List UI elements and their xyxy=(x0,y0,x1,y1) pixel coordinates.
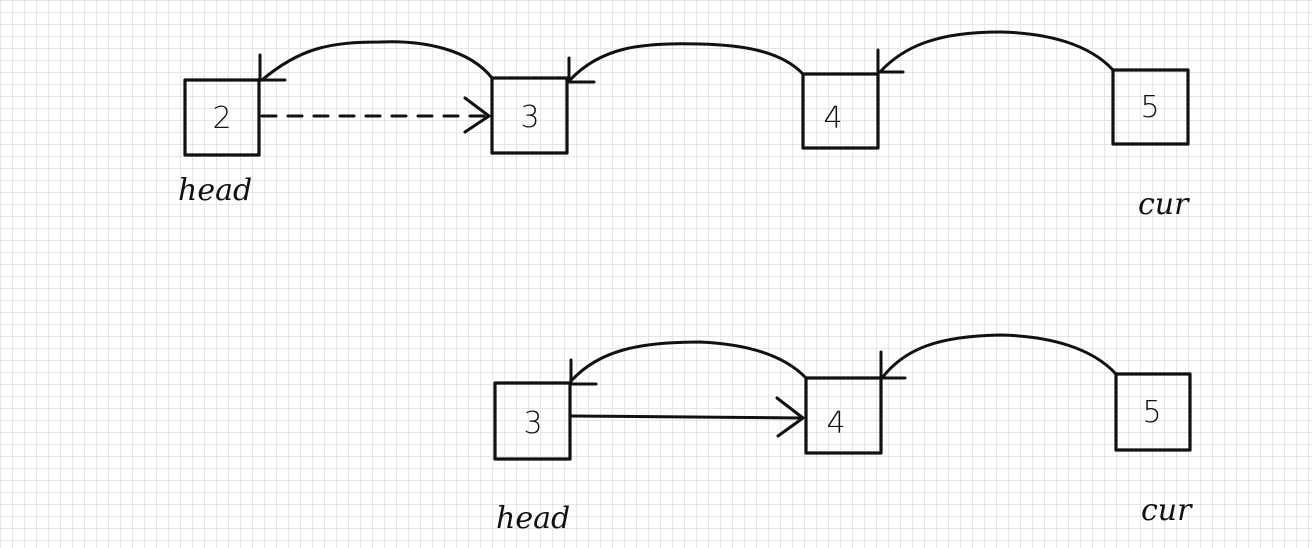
row-2: 3 4 5 head cur xyxy=(493,333,1193,536)
node-3: 3 xyxy=(493,381,572,461)
node-3: 3 xyxy=(490,76,569,155)
link-5-to-4 xyxy=(880,333,1118,380)
node-value: 3 xyxy=(523,406,542,441)
tick-node-3 xyxy=(567,56,596,84)
node-value: 5 xyxy=(1142,395,1161,430)
node-2: 2 xyxy=(183,78,261,157)
node-value: 3 xyxy=(520,100,539,135)
tick-node-4 xyxy=(876,48,905,74)
node-4: 4 xyxy=(804,376,883,455)
node-value: 4 xyxy=(823,101,842,136)
node-value: 4 xyxy=(826,406,845,441)
tick-node-2 xyxy=(258,53,287,82)
node-5: 5 xyxy=(1111,68,1190,146)
row-1: 2 3 4 5 head cur xyxy=(178,30,1190,222)
node-value: 2 xyxy=(212,101,231,136)
node-4: 4 xyxy=(801,72,880,150)
node-5: 5 xyxy=(1114,372,1192,452)
arrow-head xyxy=(775,396,805,438)
node-value: 5 xyxy=(1140,90,1159,125)
link-5-to-4 xyxy=(878,30,1115,74)
head-label: head xyxy=(178,173,252,208)
link-4-to-3 xyxy=(570,340,808,382)
link-4-to-3 xyxy=(568,42,805,82)
cur-label: cur xyxy=(1141,493,1193,528)
head-label: head xyxy=(496,501,570,536)
link-3-to-2 xyxy=(260,40,494,82)
cur-label: cur xyxy=(1138,187,1190,222)
solid-next-pointer xyxy=(570,414,804,420)
arrow-head xyxy=(463,96,491,134)
